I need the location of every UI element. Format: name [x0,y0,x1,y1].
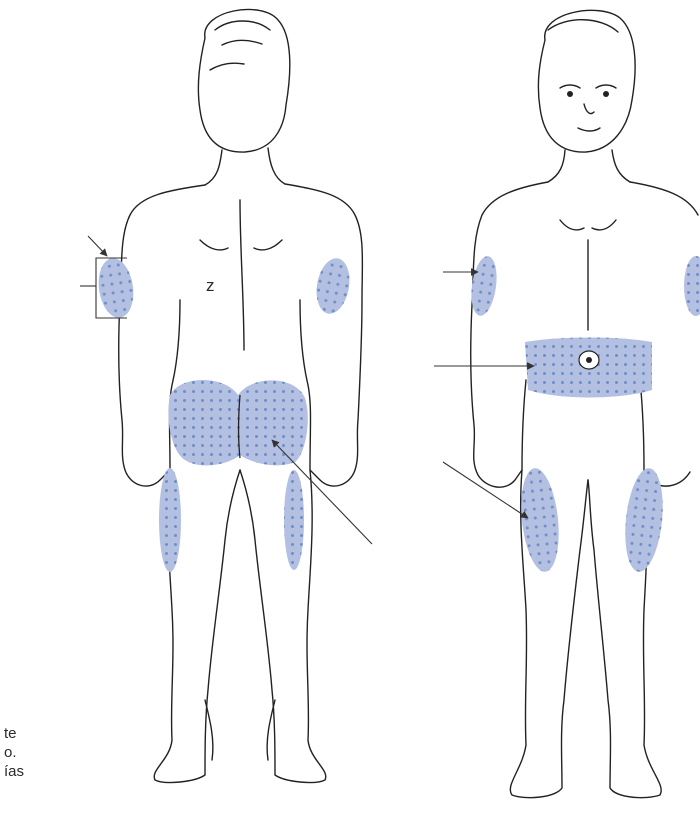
note-line-2: o. [4,743,17,762]
pointer-lines [80,236,534,544]
arm-label: z [206,276,215,296]
front-view-zones [468,255,700,574]
arrow-front-thigh [443,462,528,518]
back-head [198,10,289,153]
arrow-back-arm [88,236,107,256]
back-view-zones [95,256,354,572]
note-line-1: te [4,724,17,743]
front-torso [471,182,548,487]
note-line-3: ías [4,762,24,781]
front-view-figure [471,10,698,797]
